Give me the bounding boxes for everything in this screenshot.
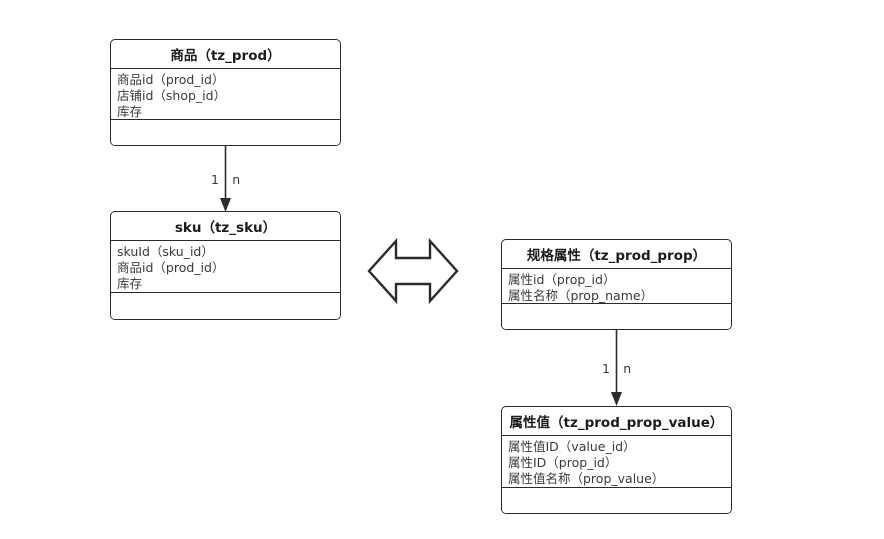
entity-tz-prod[interactable]: 商品（tz_prod） 商品id（prod_id） 店铺id（shop_id） …	[110, 39, 341, 146]
attribute-row: 属性值名称（prop_value）	[508, 471, 665, 486]
entity-attributes: 属性值ID（value_id） 属性ID（prop_id） 属性值名称（prop…	[502, 436, 731, 488]
attribute-row: 属性值ID（value_id）	[508, 439, 636, 454]
arrow-down-icon	[611, 392, 622, 406]
entity-tz-sku[interactable]: sku（tz_sku） skuId（sku_id） 商品id（prod_id） …	[110, 211, 341, 320]
sku-prop-link-arrow[interactable]	[366, 236, 460, 306]
attribute-row: skuId（sku_id）	[117, 244, 214, 259]
attribute-row: 商品id（prod_id）	[117, 72, 225, 87]
attribute-row: 店铺id（shop_id）	[117, 88, 227, 103]
entity-footer	[111, 293, 340, 319]
relation-prod-to-sku[interactable]: 1 : n	[200, 142, 260, 216]
double-headed-arrow-icon	[367, 237, 459, 305]
attribute-row: 属性ID（prop_id）	[508, 455, 618, 470]
attribute-row: 属性名称（prop_name）	[508, 288, 654, 303]
attribute-row: 属性id（prop_id）	[508, 272, 616, 287]
entity-title: 属性值（tz_prod_prop_value）	[502, 407, 731, 436]
entity-attributes: 属性id（prop_id） 属性名称（prop_name）	[502, 269, 731, 304]
entity-title: 规格属性（tz_prod_prop）	[502, 240, 731, 269]
entity-tz-prod-prop-value[interactable]: 属性值（tz_prod_prop_value） 属性值ID（value_id） …	[501, 406, 732, 514]
relation-label: 1 : n	[211, 172, 241, 187]
relation-line	[220, 145, 231, 212]
entity-footer	[502, 304, 731, 329]
relation-prop-to-prop-value[interactable]: 1 : n	[591, 326, 651, 410]
entity-footer	[502, 488, 731, 513]
entity-footer	[111, 120, 340, 145]
entity-attributes: 商品id（prod_id） 店铺id（shop_id） 库存	[111, 69, 340, 120]
attribute-row: 库存	[117, 104, 143, 119]
relation-line	[611, 329, 622, 406]
entity-tz-prod-prop[interactable]: 规格属性（tz_prod_prop） 属性id（prop_id） 属性名称（pr…	[501, 239, 732, 330]
relation-label: 1 : n	[602, 361, 632, 376]
attribute-row: 商品id（prod_id）	[117, 260, 225, 275]
entity-attributes: skuId（sku_id） 商品id（prod_id） 库存	[111, 241, 340, 293]
entity-title: sku（tz_sku）	[111, 212, 340, 241]
entity-title: 商品（tz_prod）	[111, 40, 340, 69]
arrow-down-icon	[220, 198, 231, 212]
attribute-row: 库存	[117, 276, 143, 291]
